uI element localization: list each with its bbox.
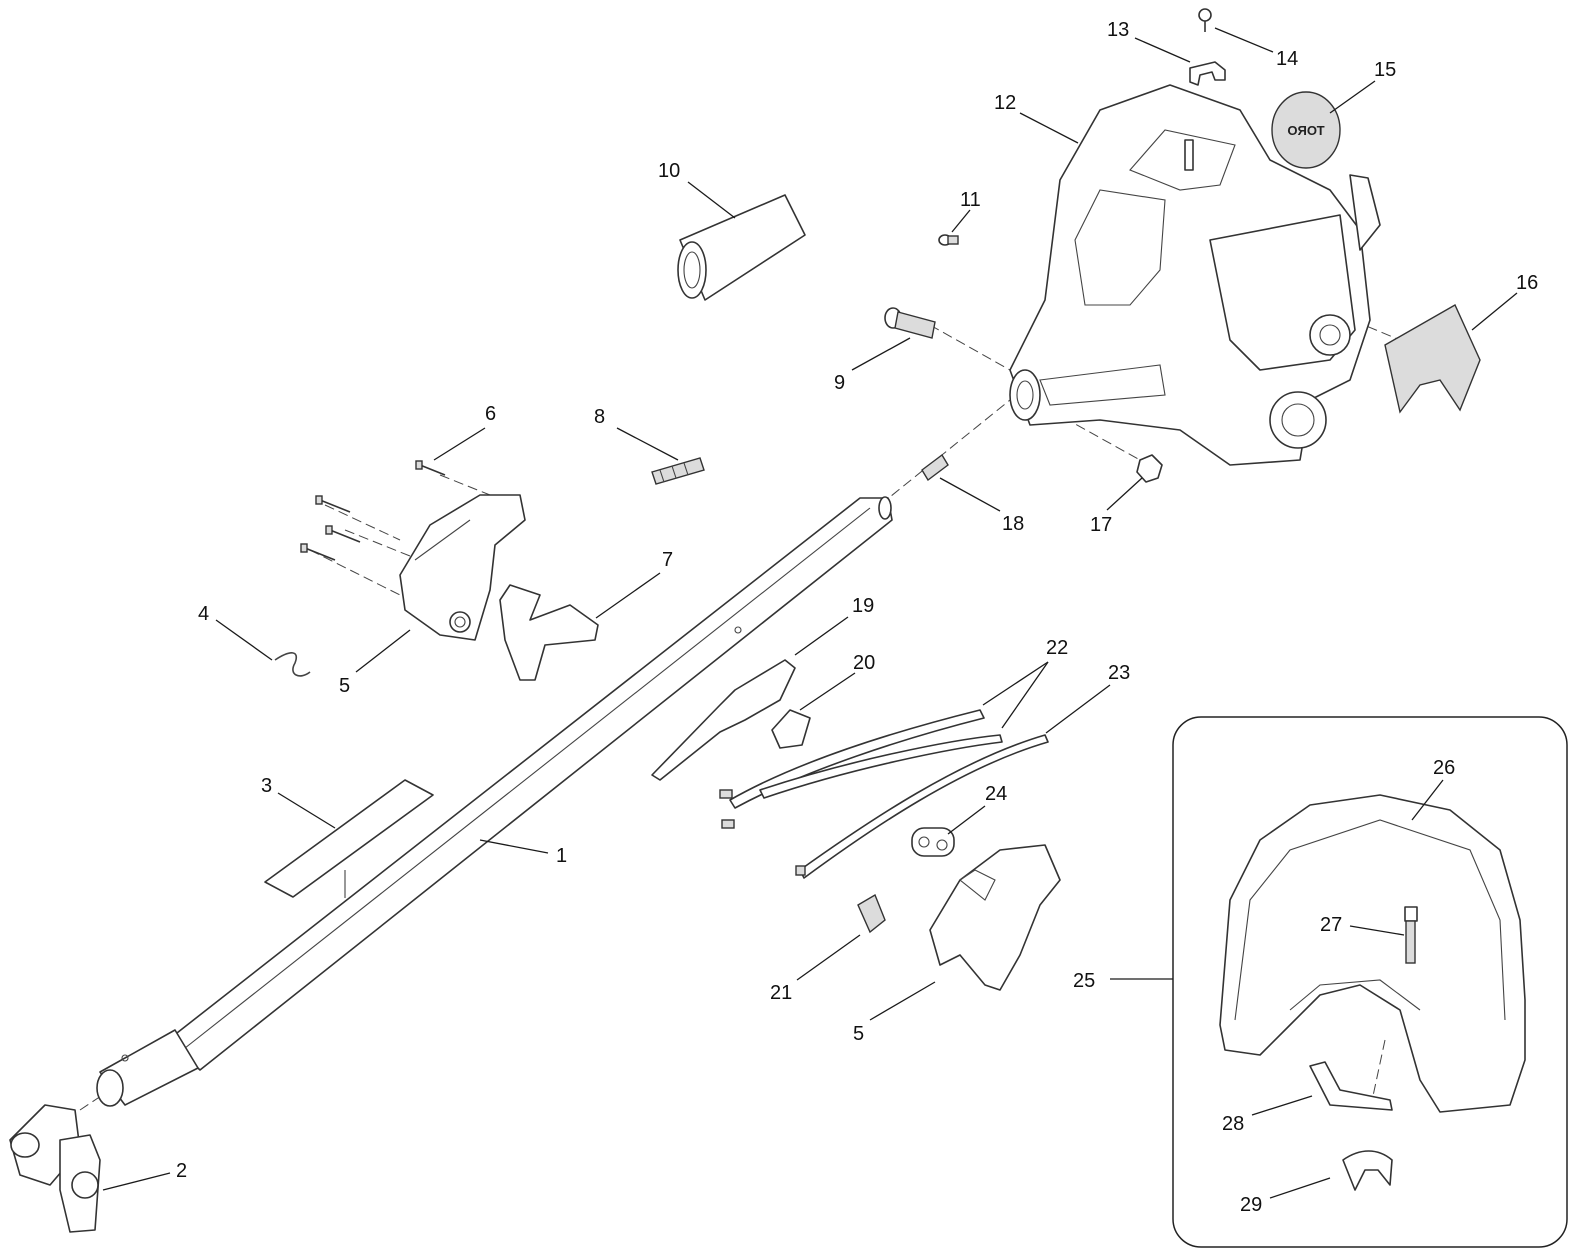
bracket-13 — [1189, 61, 1226, 86]
sleeve-10 — [677, 194, 806, 301]
shaft-decal — [264, 779, 434, 898]
callout-24: 24 — [985, 783, 1007, 805]
callout-1: 1 — [556, 845, 567, 867]
callout-15: 15 — [1374, 59, 1396, 81]
guard-wing-nut — [1342, 1150, 1393, 1191]
callout-27: 27 — [1320, 914, 1342, 936]
screw-11 — [938, 234, 959, 246]
callout-10: 10 — [658, 160, 680, 182]
callout-14: 14 — [1276, 48, 1298, 70]
housing-screws — [300, 460, 446, 561]
callout-17: 17 — [1090, 514, 1112, 536]
guard-bolt — [1404, 906, 1418, 964]
callout-5-lower: 5 — [853, 1023, 864, 1045]
handle-clamp — [9, 1104, 101, 1233]
nut-17 — [1136, 454, 1163, 483]
callout-9: 9 — [834, 372, 845, 394]
callout-6: 6 — [485, 403, 496, 425]
torsion-spring — [857, 893, 886, 934]
callout-8: 8 — [594, 406, 605, 428]
callout-5-upper: 5 — [339, 675, 350, 697]
screw-14 — [1198, 8, 1212, 32]
spring-18 — [921, 453, 949, 482]
callout-18: 18 — [1002, 513, 1024, 535]
callout-26: 26 — [1433, 757, 1455, 779]
engine-assembly — [1009, 84, 1381, 466]
callout-29: 29 — [1240, 1194, 1262, 1216]
throttle-cable — [795, 734, 1049, 879]
throttle-trigger — [499, 584, 599, 681]
logo-text: TORO — [1287, 123, 1324, 138]
callout-19: 19 — [852, 595, 874, 617]
callout-21: 21 — [770, 982, 792, 1004]
throttle-housing-left — [399, 494, 526, 641]
panel-decal-16 — [1384, 304, 1481, 414]
callout-numbers: 1 2 3 4 5 6 7 8 9 10 11 12 13 14 15 16 1… — [176, 19, 1538, 1216]
callout-3: 3 — [261, 775, 272, 797]
leader-lines — [102, 27, 1518, 1199]
grommet-24 — [911, 827, 955, 857]
callout-4: 4 — [198, 603, 209, 625]
logo-decal: TORO — [1271, 91, 1341, 169]
callout-23: 23 — [1108, 662, 1130, 684]
callout-28: 28 — [1222, 1113, 1244, 1135]
callout-12: 12 — [994, 92, 1016, 114]
callout-25: 25 — [1073, 970, 1095, 992]
stop-switch — [771, 709, 811, 749]
throttle-lever — [651, 659, 796, 781]
callout-22: 22 — [1046, 637, 1068, 659]
shaft-tube — [96, 496, 893, 1107]
guard-inset — [1172, 716, 1568, 1248]
spring-8 — [651, 457, 705, 485]
callout-16: 16 — [1516, 272, 1538, 294]
guard-bracket — [1309, 1061, 1393, 1111]
callout-20: 20 — [853, 652, 875, 674]
bolt-9 — [884, 307, 936, 339]
throttle-housing-right — [929, 844, 1061, 991]
callout-2: 2 — [176, 1160, 187, 1182]
callout-7: 7 — [662, 549, 673, 571]
wire-clip — [274, 652, 311, 677]
callout-11: 11 — [960, 189, 981, 211]
callout-13: 13 — [1107, 19, 1129, 41]
wire-harness — [719, 709, 1003, 829]
